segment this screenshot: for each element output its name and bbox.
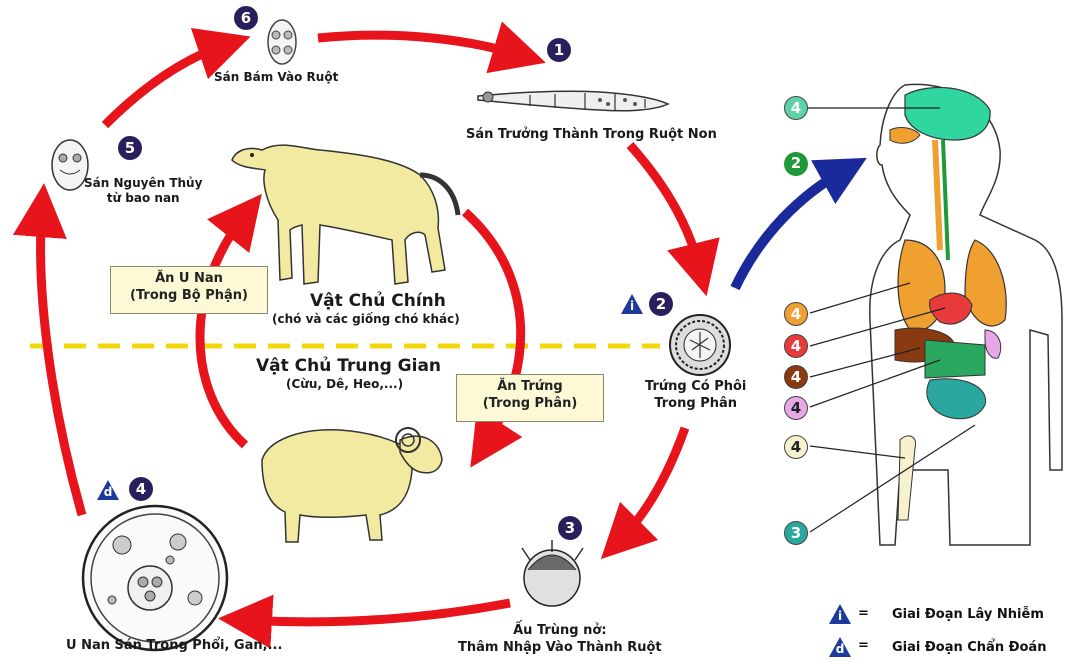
body-marker-kidney: 4	[784, 396, 808, 420]
definitive-host-sub: (chó và các giống chó khác)	[272, 312, 460, 327]
stage-4-tri-letter: d	[96, 485, 120, 499]
stage-3-label-line1: Ấu Trùng nở:	[458, 622, 662, 639]
eat-cyst-box: Ăn U Nan (Trong Bộ Phận)	[110, 266, 268, 314]
embryonated-egg-image	[670, 315, 730, 375]
stage-2-infective-marker: i	[620, 293, 644, 315]
eat-egg-line2: (Trong Phân)	[465, 395, 595, 412]
arrow-egg-to-human	[735, 170, 845, 288]
dog-image	[232, 145, 458, 284]
legend-infective-icon: i	[828, 603, 852, 625]
stage-3-label-line2: Thâm Nhập Vào Thành Ruột	[458, 639, 662, 656]
legend-diagnostic-label: Giai Đoạn Chẩn Đoán	[892, 640, 1046, 655]
adult-tapeworm-image	[478, 91, 668, 111]
body-marker-liver: 4	[784, 365, 808, 389]
arrow-3-to-4	[245, 603, 510, 622]
stage-5-label: Sán Nguyên Thủy từ bao nan	[84, 176, 202, 206]
body-marker-intestine: 3	[784, 521, 808, 545]
stage-4-badge: 4	[129, 477, 153, 501]
stage-2-tri-letter: i	[620, 299, 644, 313]
body-marker-lungs: 4	[784, 302, 808, 326]
stage-2-label: Trứng Có Phôi Trong Phân	[645, 378, 746, 412]
body-marker-arrow: 2	[784, 152, 808, 176]
oncosphere-image	[522, 540, 583, 606]
stage-5-badge: 5	[118, 136, 142, 160]
arrow-4-to-5	[41, 210, 82, 515]
stage-2-label-line2: Trong Phân	[645, 395, 746, 412]
stage-5-label-line1: Sán Nguyên Thủy	[84, 176, 202, 191]
stage-6-badge: 6	[234, 6, 258, 30]
eat-egg-line1: Ăn Trứng	[465, 378, 595, 395]
arrow-1-to-2	[630, 145, 700, 270]
body-marker-brain: 4	[784, 96, 808, 120]
arrow-6-to-1	[318, 35, 520, 55]
scolex-attached-image	[268, 20, 296, 64]
legend-diagnostic-letter: d	[828, 642, 852, 656]
eat-cyst-line2: (Trong Bộ Phận)	[119, 287, 259, 304]
stage-3-badge: 3	[558, 516, 582, 540]
arrow-sheep-to-dog	[200, 215, 245, 445]
stage-4-label: U Nan Sán Trong Phổi, Gan,...	[66, 637, 282, 654]
sheep-image	[262, 428, 442, 542]
human-body-image	[870, 84, 1062, 545]
legend-infective-letter: i	[828, 609, 852, 623]
body-marker-heart: 4	[784, 334, 808, 358]
legend-infective-eq: =	[858, 606, 869, 621]
stage-2-label-line1: Trứng Có Phôi	[645, 378, 746, 395]
stage-6-label: Sán Bám Vào Ruột	[214, 70, 338, 85]
eat-cyst-line1: Ăn U Nan	[119, 270, 259, 287]
arrow-5-to-6	[105, 45, 225, 125]
eat-egg-box: Ăn Trứng (Trong Phân)	[456, 374, 604, 422]
stage-2-badge: 2	[649, 292, 673, 316]
legend-diagnostic-icon: d	[828, 636, 852, 658]
stage-3-label: Ấu Trùng nở: Thâm Nhập Vào Thành Ruột	[458, 622, 662, 656]
body-marker-bone: 4	[784, 435, 808, 459]
intermediate-host-sub: (Cừu, Dê, Heo,...)	[286, 377, 403, 392]
stage-1-badge: 1	[547, 38, 571, 62]
legend-diagnostic-eq: =	[858, 638, 869, 653]
stage-1-label: Sán Trưởng Thành Trong Ruột Non	[466, 126, 717, 143]
arrow-2-to-3	[620, 428, 685, 540]
protoscolex-image	[52, 140, 88, 190]
intermediate-host-title: Vật Chủ Trung Gian	[256, 356, 441, 376]
legend-infective-label: Giai Đoạn Lây Nhiễm	[892, 607, 1044, 622]
stage-5-label-line2: từ bao nan	[84, 191, 202, 206]
hydatid-cyst-image	[83, 506, 227, 650]
stage-4-diagnostic-marker: d	[96, 479, 120, 501]
definitive-host-title: Vật Chủ Chính	[310, 291, 446, 311]
